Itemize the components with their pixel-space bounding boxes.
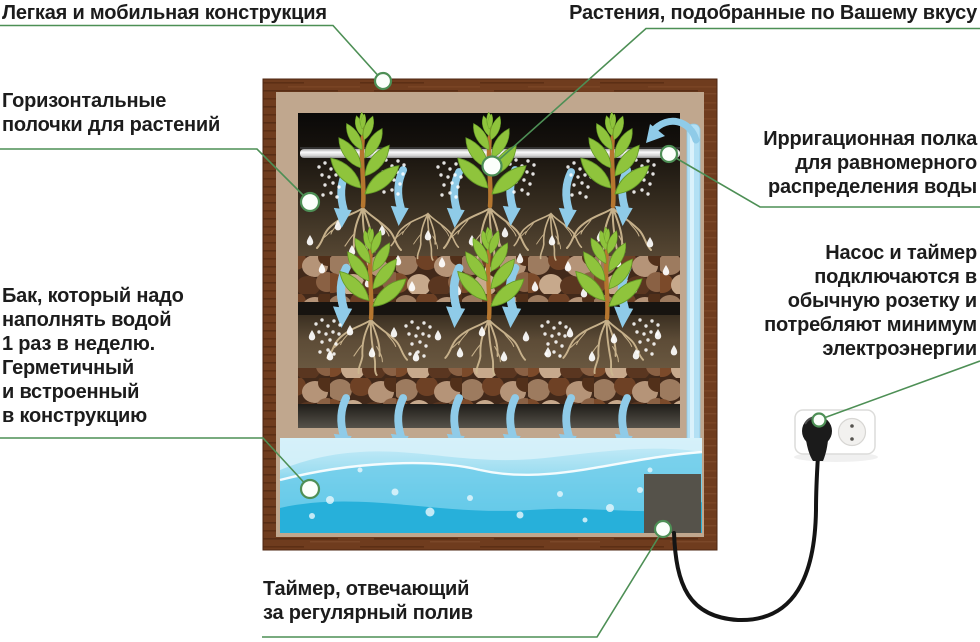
callout-marker [653,519,673,539]
label-plants-choice: Растения, подобранные по Вашему вкусу [569,2,977,24]
label-timer: Таймер, отвечающий за регулярный полив [263,578,473,624]
label-light-construction: Легкая и мобильная конструкция [2,2,327,24]
callout-marker [299,478,321,500]
label-irrigation-shelf: Ирригационная полка для равномерного рас… [763,128,977,198]
label-pump-socket: Насос и таймер подключаются в обычную ро… [764,242,977,360]
inflow-arrow-icon [646,117,700,144]
callout-marker [373,71,393,91]
callout-lines [0,24,980,638]
label-horizontal-shelves: Горизонтальные полочки для растений [2,90,221,136]
power-cord [672,454,820,623]
water-tank [279,438,703,533]
pebble-layer-2 [298,368,680,408]
label-water-tank: Бак, который надо наполнять водой 1 раз … [2,285,184,427]
riser-pipe [686,123,701,457]
callout-marker [481,155,503,177]
bubbles [309,467,653,523]
timer-box [644,474,701,533]
callout-marker [659,144,679,164]
callout-marker [299,191,321,213]
callout-marker [811,412,827,428]
